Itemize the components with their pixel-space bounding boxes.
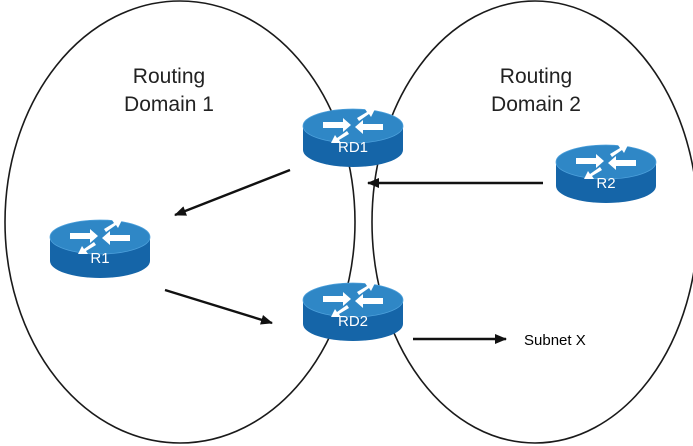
router-icon	[302, 108, 404, 168]
router-r1-label: R1	[90, 250, 109, 267]
svg-text:Domain 2: Domain 2	[491, 93, 581, 116]
router-icon	[49, 219, 151, 279]
router-rd2: RD2	[302, 282, 404, 342]
svg-text:Domain 1: Domain 1	[124, 93, 214, 116]
svg-text:Routing: Routing	[500, 65, 572, 88]
arrow-r1-to-rd2	[164, 288, 273, 325]
subnet-x-label: Subnet X	[524, 332, 586, 349]
domain-2-boundary	[371, 0, 693, 444]
arrow-rd1-to-r1	[174, 168, 291, 217]
domain-2-label: Routing Domain 2	[491, 65, 581, 116]
domain-1-boundary	[4, 0, 356, 444]
router-rd1-label: RD1	[338, 139, 368, 156]
domain-1-label: Routing Domain 1	[124, 65, 214, 116]
router-rd2-label: RD2	[338, 313, 368, 330]
router-rd1: RD1	[302, 108, 404, 168]
router-icon	[302, 282, 404, 342]
router-icon	[555, 144, 657, 204]
svg-text:Routing: Routing	[133, 65, 205, 88]
router-r2: R2	[555, 144, 657, 204]
router-r2-label: R2	[596, 175, 615, 192]
router-r1: R1	[49, 219, 151, 279]
